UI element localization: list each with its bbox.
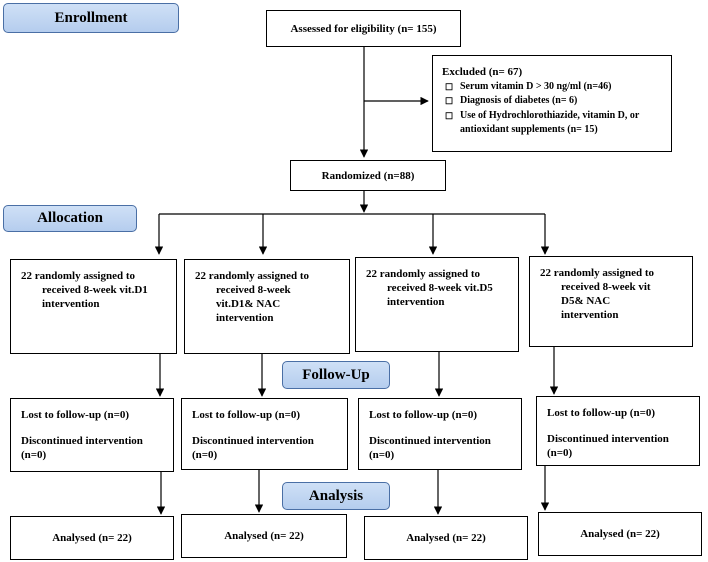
randomized-box: Randomized (n=88) xyxy=(290,160,446,191)
assessed-box: Assessed for eligibility (n= 155) xyxy=(266,10,461,47)
arm-line: intervention xyxy=(387,296,445,308)
analysed-text: Analysed (n= 22) xyxy=(406,532,486,544)
arm-line: intervention xyxy=(42,298,100,310)
excluded-item: Diagnosis of diabetes (n= 6) xyxy=(460,95,578,106)
assessed-text: Assessed for eligibility (n= 155) xyxy=(290,22,437,35)
lost-to-follow-up: Lost to follow-up (n=0) xyxy=(21,409,130,421)
arm-2-allocation-box: 22 randomly assigned to received 8-week … xyxy=(184,259,350,354)
lost-to-follow-up: Lost to follow-up (n=0) xyxy=(369,409,478,421)
analysed-text: Analysed (n= 22) xyxy=(224,530,304,542)
arm-line: D5& NAC xyxy=(561,295,611,307)
arm-4-allocation-box: 22 randomly assigned to received 8-week … xyxy=(529,256,693,347)
arm-line: received 8-week vit.D1 xyxy=(42,284,148,296)
arm-2-followup-box: Lost to follow-up (n=0) Discontinued int… xyxy=(181,398,348,470)
excluded-box: Excluded (n= 67) ☐ Serum vitamin D > 30 n… xyxy=(432,55,672,152)
arm-3-analysed-box: Analysed (n= 22) xyxy=(364,516,528,560)
discontinued-intervention: Discontinued intervention xyxy=(21,435,143,447)
checkbox-square-icon: ☐ xyxy=(445,96,454,106)
arm-1-followup-box: Lost to follow-up (n=0) Discontinued int… xyxy=(10,398,174,472)
stage-enrollment: Enrollment xyxy=(3,3,179,33)
discontinued-count: (n=0) xyxy=(547,447,573,459)
analysed-text: Analysed (n= 22) xyxy=(580,528,660,540)
arm-2-analysed-box: Analysed (n= 22) xyxy=(181,514,347,558)
arm-line: vit.D1& NAC xyxy=(216,298,281,310)
analysed-text: Analysed (n= 22) xyxy=(52,532,132,544)
arm-line: 22 randomly assigned to xyxy=(366,268,480,280)
discontinued-count: (n=0) xyxy=(21,449,47,461)
lost-to-follow-up: Lost to follow-up (n=0) xyxy=(192,409,301,421)
arm-line: 22 randomly assigned to xyxy=(540,267,654,279)
discontinued-intervention: Discontinued intervention xyxy=(547,433,669,445)
discontinued-intervention: Discontinued intervention xyxy=(192,435,314,447)
arm-4-analysed-box: Analysed (n= 22) xyxy=(538,512,702,556)
arm-line: received 8-week vit xyxy=(561,281,651,293)
excluded-item: Serum vitamin D > 30 ng/ml (n=46) xyxy=(460,80,612,92)
stage-allocation: Allocation xyxy=(3,205,137,232)
arm-3-followup-box: Lost to follow-up (n=0) Discontinued int… xyxy=(358,398,522,470)
arm-line: intervention xyxy=(216,312,274,324)
arm-3-allocation-box: 22 randomly assigned to received 8-week … xyxy=(355,257,519,352)
arm-4-followup-box: Lost to follow-up (n=0) Discontinued int… xyxy=(536,396,700,466)
excluded-item: Use of Hydrochlorothiazide, vitamin D, o… xyxy=(460,109,640,121)
discontinued-count: (n=0) xyxy=(369,449,395,461)
arm-line: 22 randomly assigned to xyxy=(195,270,309,282)
arm-line: received 8-week vit.D5 xyxy=(387,282,493,294)
excluded-item: antioxidant supplements (n= 15) xyxy=(460,124,598,135)
stage-follow-up: Follow-Up xyxy=(282,361,390,389)
arm-line: intervention xyxy=(561,309,619,321)
stage-analysis: Analysis xyxy=(282,482,390,510)
discontinued-count: (n=0) xyxy=(192,449,218,461)
arm-line: 22 randomly assigned to xyxy=(21,270,135,282)
lost-to-follow-up: Lost to follow-up (n=0) xyxy=(547,407,656,419)
checkbox-square-icon: ☐ xyxy=(445,81,454,92)
arm-line: received 8-week xyxy=(216,284,291,296)
randomized-text: Randomized (n=88) xyxy=(321,169,415,182)
arm-1-allocation-box: 22 randomly assigned to received 8-week … xyxy=(10,259,177,354)
discontinued-intervention: Discontinued intervention xyxy=(369,435,491,447)
arm-1-analysed-box: Analysed (n= 22) xyxy=(10,516,174,560)
checkbox-square-icon: ☐ xyxy=(445,110,454,121)
excluded-title: Excluded (n= 67) xyxy=(442,66,523,78)
